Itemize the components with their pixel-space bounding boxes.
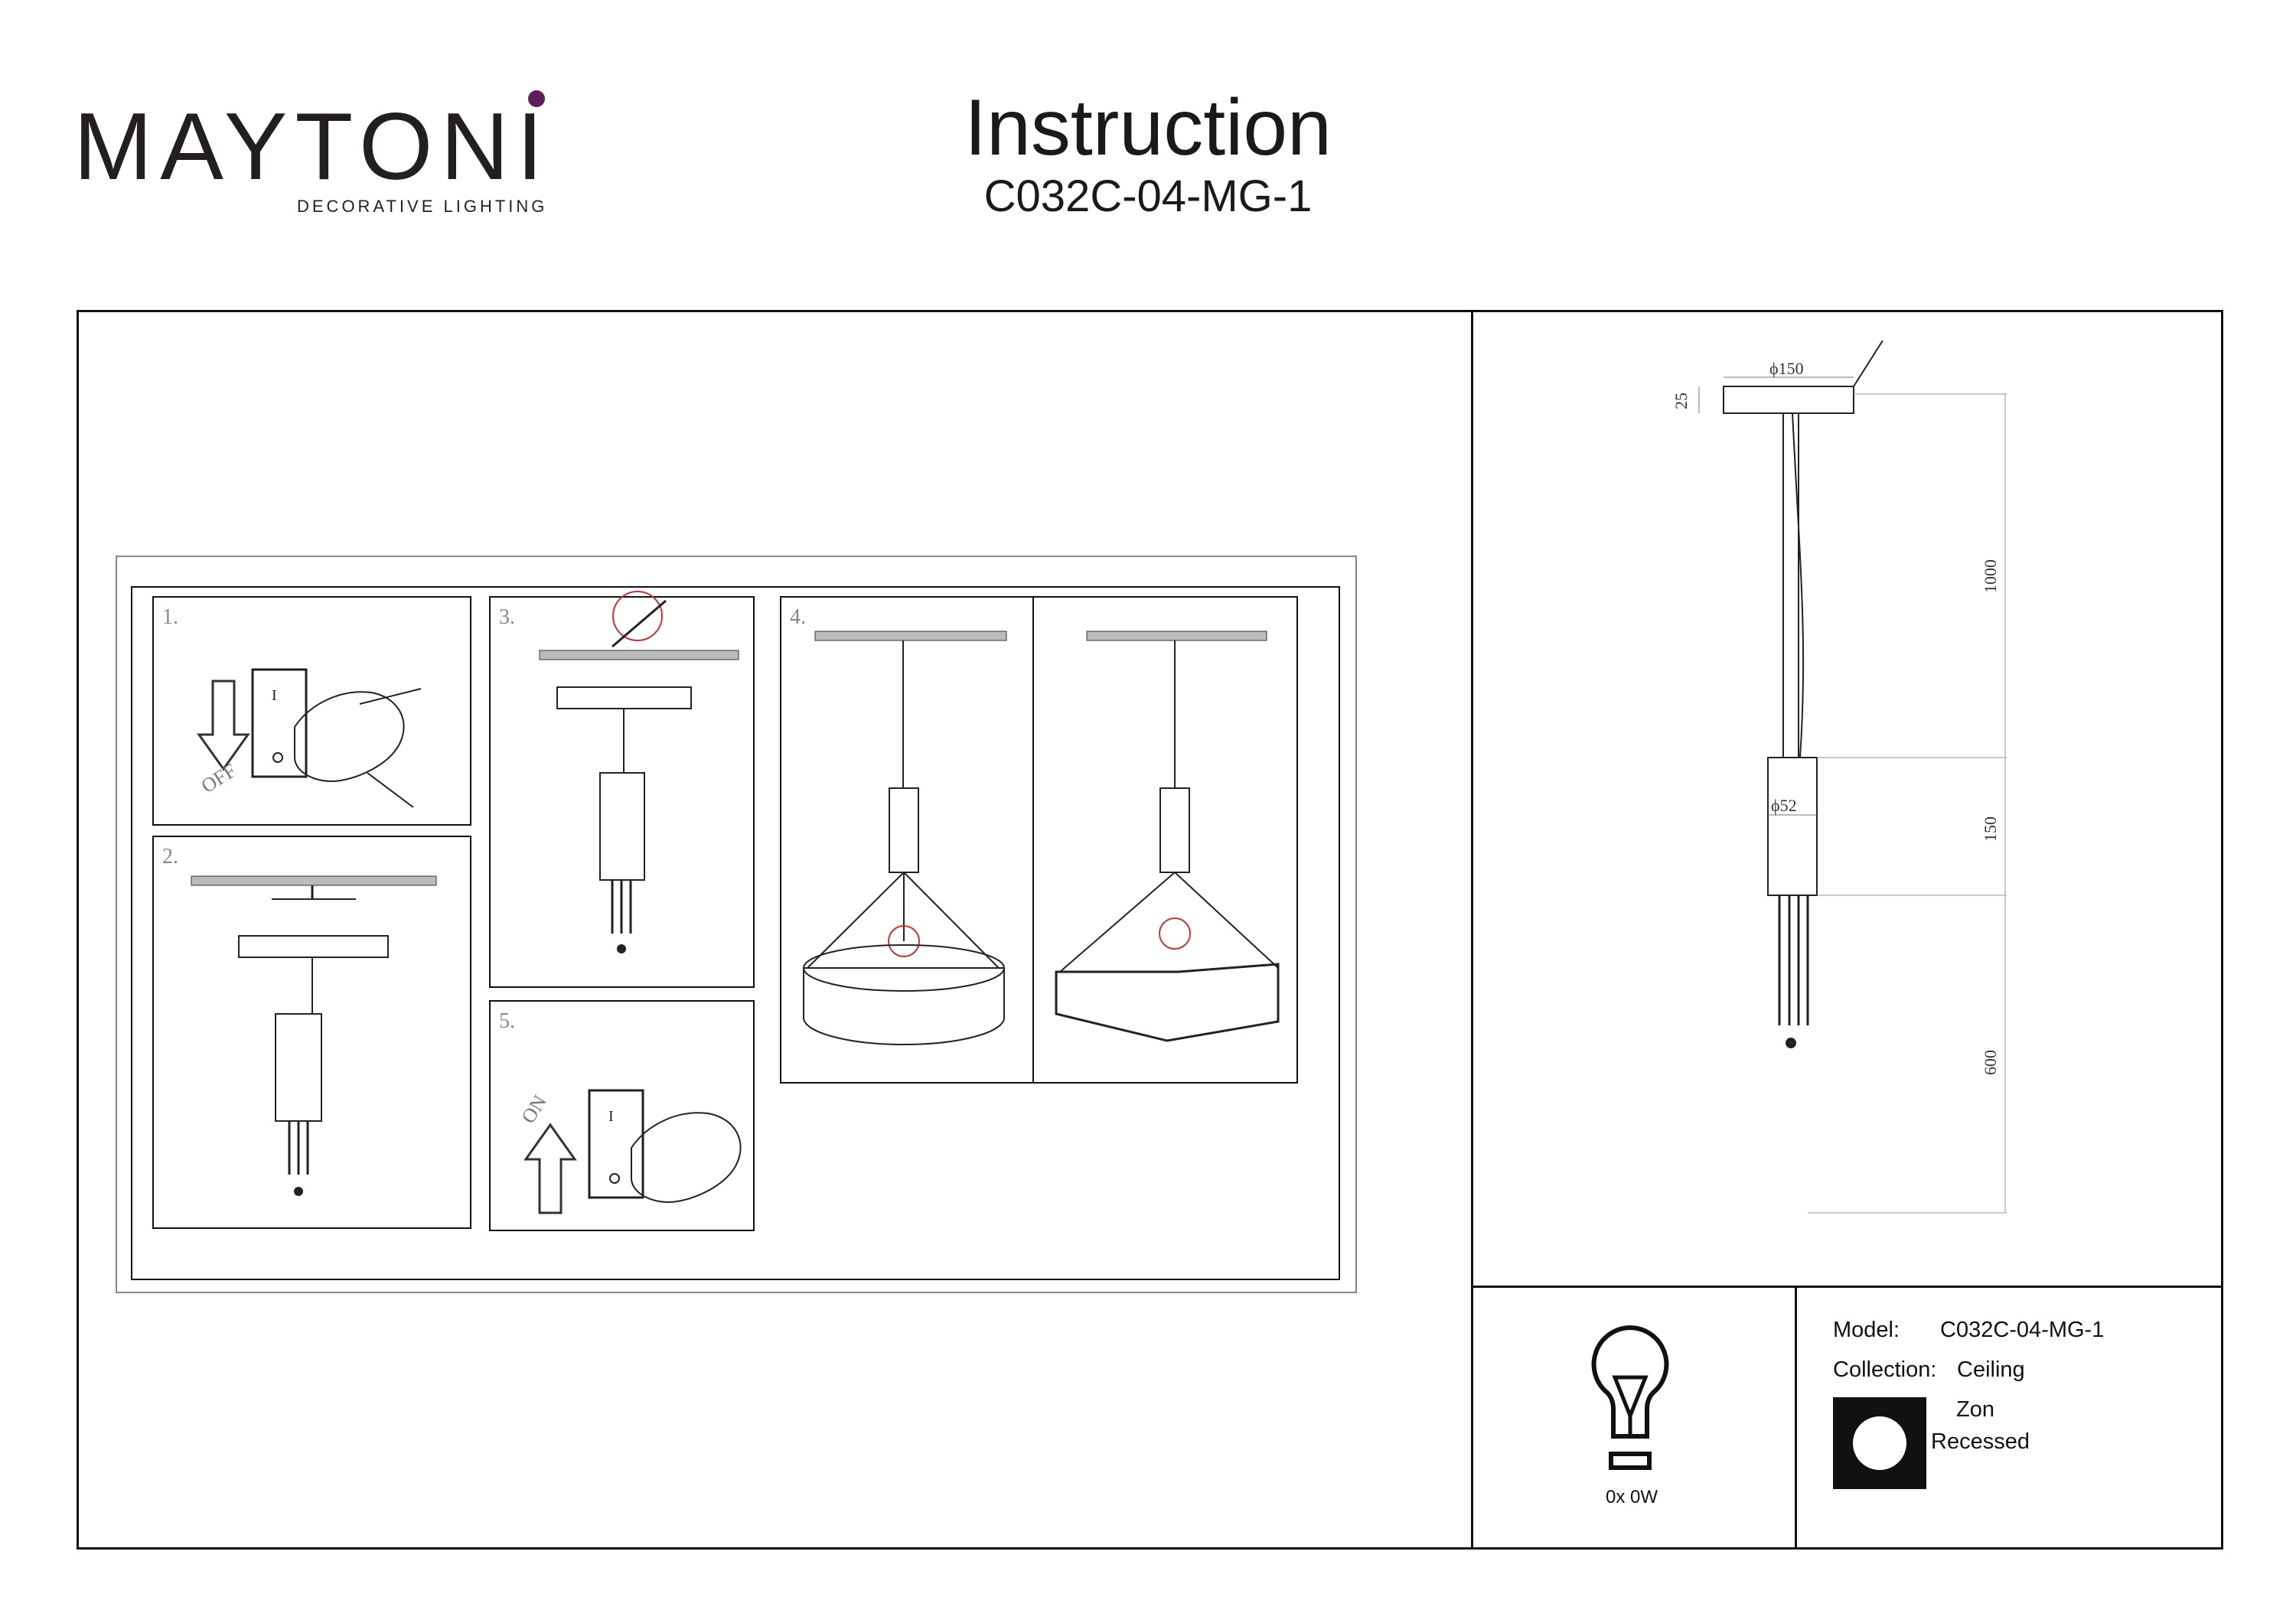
dim-body-diameter: ϕ52 bbox=[1771, 796, 1797, 815]
wall-switch-icon bbox=[251, 668, 308, 778]
model-code: C032C-04-MG-1 bbox=[983, 171, 1313, 221]
frame-divider-vertical bbox=[1471, 310, 1473, 1550]
instruction-frame bbox=[77, 310, 2223, 1550]
step-4-number: 4. bbox=[790, 605, 806, 629]
dim-cable-length: 1000 bbox=[1981, 559, 2000, 593]
step-1-off-text: OFF bbox=[197, 759, 240, 797]
spec-model-label: Model: bbox=[1833, 1318, 1900, 1342]
square-shade-icon bbox=[1055, 963, 1280, 1042]
dim-canopy-diameter: ϕ150 bbox=[1769, 359, 1804, 378]
hand-icon bbox=[294, 691, 405, 782]
dim-lead-length: 600 bbox=[1981, 1050, 2000, 1075]
step-1-number: 1. bbox=[162, 605, 178, 629]
down-arrow-icon bbox=[197, 680, 250, 771]
assembly-steps-illustration: 1. OFF I 2. 3. bbox=[116, 556, 1357, 1293]
up-arrow-icon bbox=[523, 1123, 577, 1214]
spec-collection-label: Collection: bbox=[1833, 1357, 1937, 1382]
bulb-caption: 0x 0W bbox=[1606, 1487, 1658, 1507]
spec-type-value: Recessed bbox=[1931, 1429, 2030, 1454]
bulb-icon bbox=[1591, 1325, 1669, 1470]
round-shade-icon bbox=[803, 967, 1005, 1045]
frame-divider-horizontal bbox=[1471, 1286, 2223, 1288]
step-1-panel: 1. OFF I bbox=[152, 596, 471, 826]
svg-text:I: I bbox=[608, 1108, 614, 1125]
spec-model-value: C032C-04-MG-1 bbox=[1940, 1318, 2105, 1342]
step-5-on-text: ON bbox=[517, 1091, 551, 1127]
hand-icon bbox=[631, 1112, 742, 1203]
step-4-panel: 4. bbox=[780, 596, 1298, 1084]
step-5-panel: 5. ON I bbox=[489, 1000, 755, 1231]
recessed-icon bbox=[1833, 1397, 1926, 1489]
brand-tagline: DECORATIVE LIGHTING bbox=[297, 197, 548, 216]
spec-divider bbox=[1795, 1286, 1797, 1550]
brand-logo: MAYTONI bbox=[73, 94, 551, 200]
page-title: Instruction bbox=[964, 83, 1332, 172]
svg-text:I: I bbox=[272, 687, 277, 704]
step-3-panel: 3. bbox=[489, 591, 755, 988]
step-5-number: 5. bbox=[499, 1009, 515, 1033]
spec-family-value: Zon bbox=[1956, 1397, 1994, 1422]
step-2-number: 2. bbox=[162, 845, 178, 869]
dim-body-height: 150 bbox=[1981, 816, 2000, 842]
wall-switch-icon bbox=[588, 1089, 644, 1199]
step-2-panel: 2. bbox=[152, 836, 471, 1229]
spec-collection-value: Ceiling bbox=[1957, 1357, 2025, 1382]
canopy-shape bbox=[1723, 386, 1854, 414]
dimension-drawing: ϕ150 25 ϕ52 1000 150 600 bbox=[1671, 341, 2007, 1214]
body-shape bbox=[1767, 757, 1818, 896]
step-3-number: 3. bbox=[499, 605, 515, 629]
dim-canopy-height: 25 bbox=[1671, 393, 1691, 409]
logo-accent-dot bbox=[528, 90, 545, 107]
